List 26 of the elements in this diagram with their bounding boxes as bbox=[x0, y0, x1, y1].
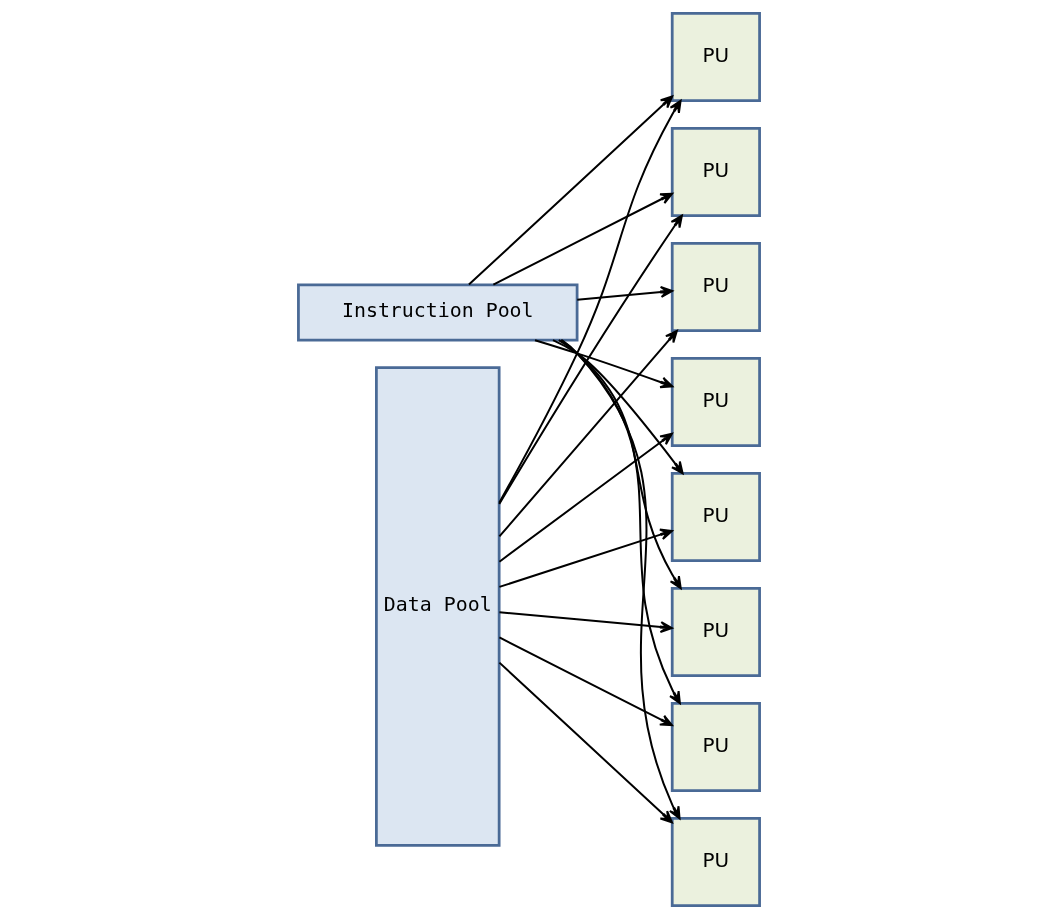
arrow bbox=[533, 339, 673, 389]
arrow bbox=[497, 99, 682, 504]
node-box: PU bbox=[670, 471, 761, 563]
arrow bbox=[497, 636, 673, 727]
node-box: PU bbox=[670, 11, 761, 102]
node-box: PU bbox=[670, 817, 761, 908]
node-box: PU bbox=[670, 241, 761, 333]
arrow bbox=[497, 432, 673, 563]
node-box: PU bbox=[670, 586, 761, 678]
arrow bbox=[559, 339, 681, 705]
arrow bbox=[497, 661, 673, 824]
arrow bbox=[560, 339, 681, 820]
node-box: PU bbox=[670, 126, 761, 218]
arrow bbox=[467, 95, 673, 286]
arrow bbox=[551, 339, 684, 475]
arrow bbox=[575, 285, 673, 301]
node-box: PU bbox=[670, 701, 761, 793]
arrow bbox=[491, 192, 673, 286]
arrow bbox=[497, 329, 678, 538]
arrow bbox=[497, 528, 673, 588]
node-box: PU bbox=[670, 356, 761, 448]
node-box: Instruction Pool bbox=[296, 283, 578, 342]
node-box: Data Pool bbox=[374, 366, 500, 847]
arrow bbox=[497, 611, 673, 633]
arrow bbox=[497, 214, 683, 505]
arrow bbox=[557, 339, 682, 590]
